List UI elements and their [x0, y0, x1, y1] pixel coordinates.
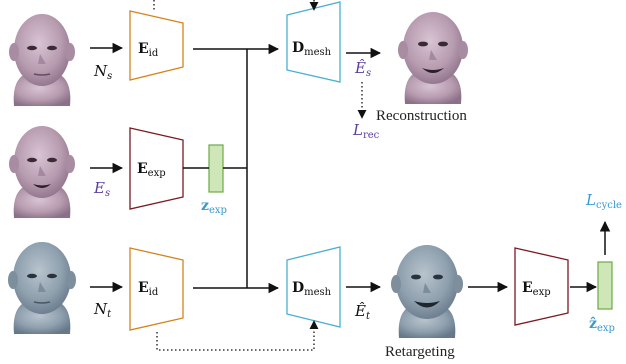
e-id-top-label: Eid	[138, 41, 159, 59]
expression-latent-code	[208, 144, 224, 193]
expression-encoder-right	[514, 247, 569, 326]
l-cycle-symbol: Lcycle	[585, 191, 622, 211]
e-exp-mid-label: Eexp	[137, 161, 166, 179]
e-s-symbol: Es	[93, 179, 110, 199]
expression-encoder-mid	[129, 127, 184, 210]
identity-encoder-top	[129, 10, 184, 81]
e-hat-s-symbol: Ês	[354, 59, 371, 79]
retargeted-face	[391, 245, 463, 338]
n-s-symbol: Ns	[93, 62, 112, 82]
n-t-symbol: Nt	[93, 300, 112, 320]
e-id-bottom-label: Eid	[138, 280, 159, 298]
retargeted-expression-latent-code	[597, 261, 613, 310]
dotted-connectors	[153, 0, 367, 351]
source-expression-face	[9, 126, 75, 218]
mesh-decoder-top	[286, 1, 341, 83]
identity-encoder-bottom	[129, 247, 184, 331]
reconstruction-caption: Reconstruction	[376, 108, 467, 124]
z-hat-exp-symbol: ẑexp	[589, 316, 615, 334]
z-exp-symbol: zexp	[201, 198, 227, 216]
connector-lines	[90, 42, 611, 294]
target-neutral-face	[8, 242, 76, 334]
d-mesh-bottom-label: Dmesh	[292, 280, 332, 298]
retargeting-caption: Retargeting	[385, 344, 455, 360]
d-mesh-top-label: Dmesh	[292, 40, 332, 58]
e-hat-t-symbol: Êt	[354, 302, 371, 322]
l-rec-symbol: Lrec	[352, 121, 380, 141]
reconstruction-face	[398, 12, 468, 104]
source-neutral-face	[9, 14, 75, 106]
mesh-decoder-bottom	[286, 246, 341, 328]
e-exp-right-label: Eexp	[522, 280, 551, 298]
